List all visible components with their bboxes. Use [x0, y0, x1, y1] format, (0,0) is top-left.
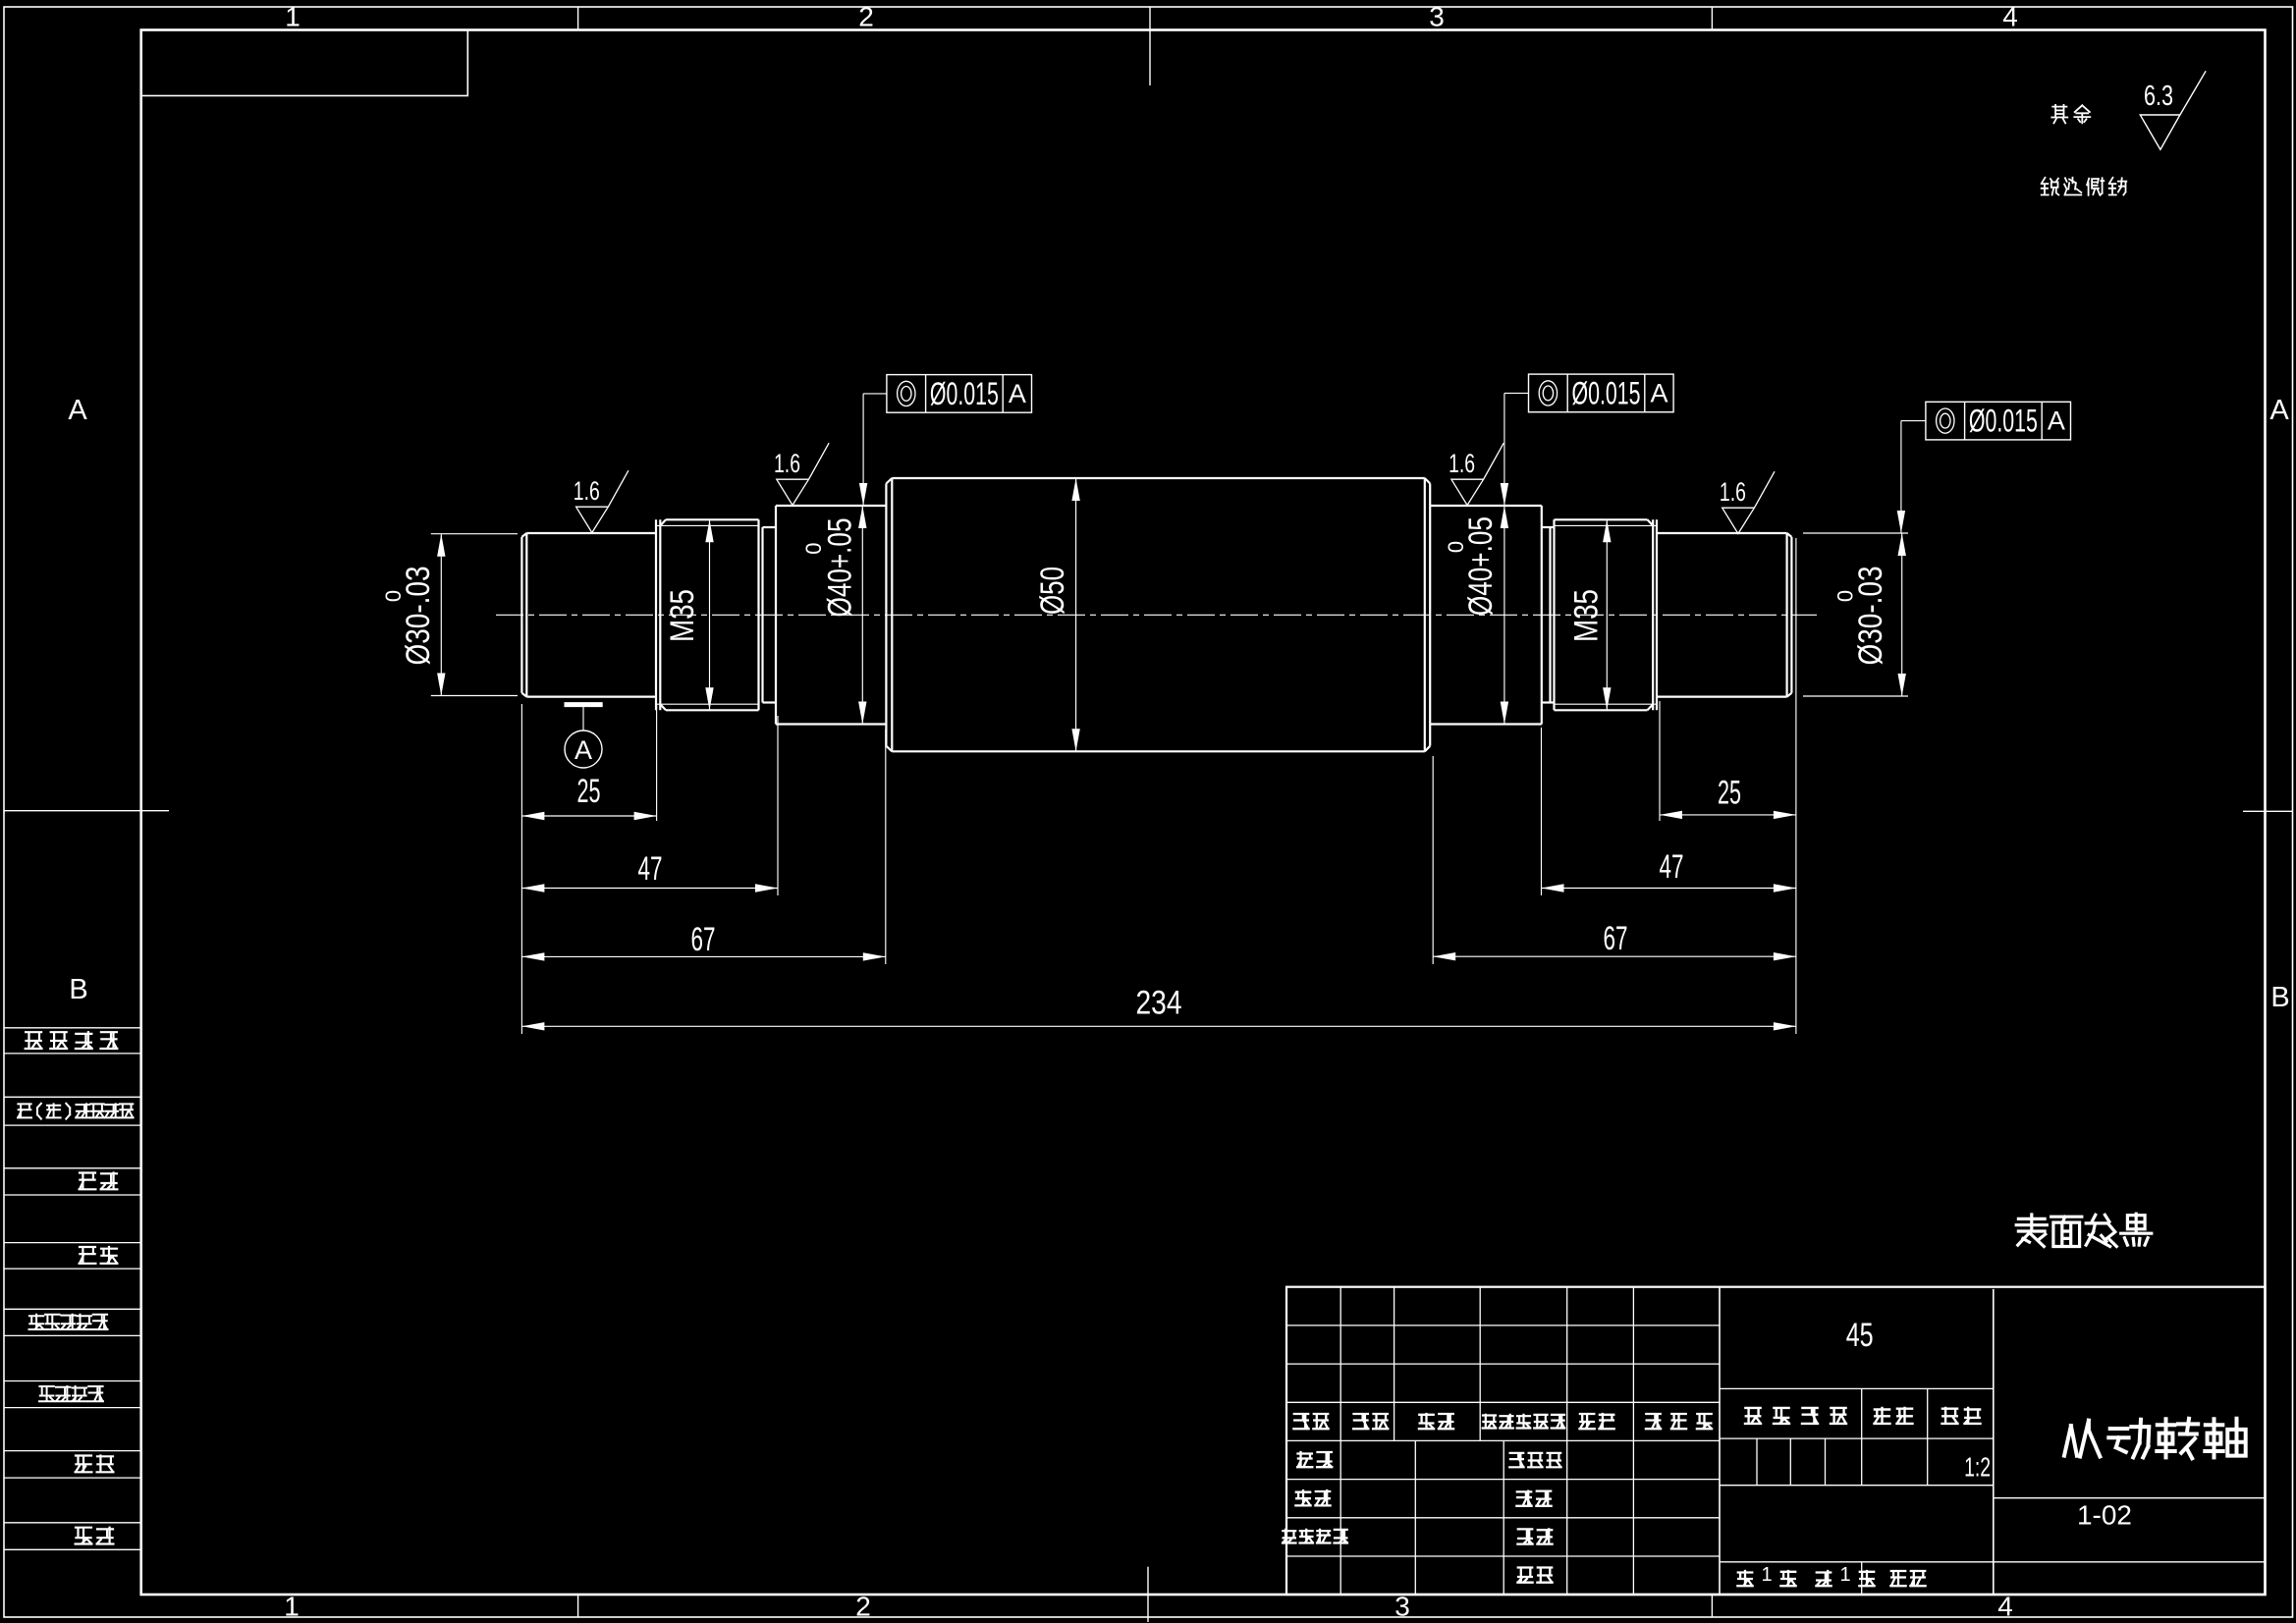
svg-text:A: A [1009, 379, 1026, 408]
svg-text:1.6: 1.6 [574, 476, 600, 506]
svg-text:B: B [2270, 982, 2289, 1013]
svg-text:1.6: 1.6 [1449, 449, 1475, 478]
svg-text:1: 1 [284, 1592, 300, 1622]
svg-text:1: 1 [1839, 1564, 1850, 1586]
svg-text:0: 0 [1444, 541, 1468, 553]
svg-text:Ø40+.05: Ø40+.05 [822, 518, 859, 618]
svg-text:A: A [1650, 378, 1667, 407]
svg-text:2: 2 [858, 2, 874, 32]
svg-text:B: B [69, 974, 87, 1005]
svg-text:1:2: 1:2 [1964, 1452, 1991, 1483]
svg-text:67: 67 [691, 921, 716, 958]
svg-text:M35: M35 [1568, 589, 1606, 642]
svg-text:1: 1 [1761, 1564, 1772, 1586]
svg-text:Ø30-.03: Ø30-.03 [1852, 567, 1889, 666]
svg-text:1-02: 1-02 [2077, 1500, 2132, 1531]
svg-text:A: A [2269, 395, 2289, 426]
svg-text:67: 67 [1604, 920, 1628, 957]
svg-text:4: 4 [2002, 2, 2018, 32]
svg-text:234: 234 [1136, 985, 1182, 1022]
svg-text:A: A [68, 395, 87, 426]
svg-text:Ø30-.03: Ø30-.03 [400, 567, 437, 666]
svg-text:M35: M35 [664, 589, 701, 642]
svg-text:0: 0 [801, 542, 826, 554]
svg-text:47: 47 [638, 850, 663, 888]
svg-text:25: 25 [577, 773, 601, 810]
svg-text:Ø0.015: Ø0.015 [930, 376, 999, 411]
svg-text:A: A [574, 735, 592, 765]
svg-text:3: 3 [1394, 1592, 1410, 1622]
svg-text:3: 3 [1429, 2, 1445, 32]
svg-text:25: 25 [1718, 775, 1741, 812]
svg-text:45: 45 [1846, 1317, 1874, 1354]
svg-text:1.6: 1.6 [1720, 477, 1746, 507]
svg-text:0: 0 [381, 590, 406, 602]
svg-text:Ø50: Ø50 [1034, 567, 1071, 615]
svg-text:2: 2 [855, 1592, 871, 1622]
svg-text:1.6: 1.6 [774, 449, 800, 478]
svg-text:A: A [2048, 406, 2065, 436]
svg-text:4: 4 [1997, 1592, 2013, 1622]
svg-text:6.3: 6.3 [2144, 81, 2173, 112]
svg-text:0: 0 [1833, 590, 1858, 602]
svg-text:Ø0.015: Ø0.015 [1572, 375, 1641, 410]
svg-text:Ø40+.05: Ø40+.05 [1462, 516, 1500, 616]
svg-text:Ø0.015: Ø0.015 [1969, 404, 2038, 439]
svg-text:47: 47 [1660, 848, 1684, 886]
svg-text:1: 1 [285, 2, 301, 32]
